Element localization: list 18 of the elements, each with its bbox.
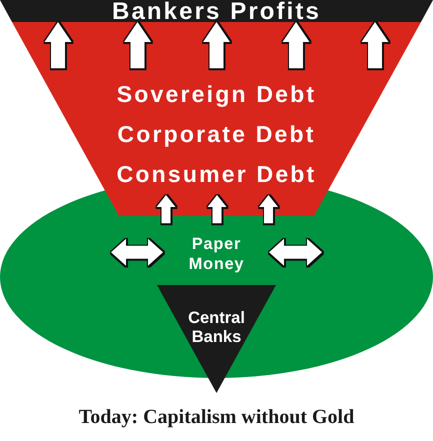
arrow <box>203 22 230 68</box>
debt-label: Sovereign Debt <box>116 80 316 108</box>
central-banks-label: Central Banks <box>188 309 245 348</box>
arrow <box>208 195 226 224</box>
arrow <box>44 22 72 68</box>
arrow <box>362 22 388 68</box>
arrow <box>259 195 278 224</box>
arrow <box>156 195 176 224</box>
profits-label: Bankers Profits <box>112 0 321 24</box>
top-band <box>0 0 433 22</box>
money-label: Paper Money <box>188 234 244 274</box>
arrow <box>124 22 151 68</box>
arrow <box>282 22 310 68</box>
debt-label: Consumer Debt <box>116 160 316 188</box>
debt-label: Corporate Debt <box>117 120 316 148</box>
inverted-triangle <box>157 285 276 393</box>
caption: Today: Capitalism without Gold <box>78 405 354 430</box>
funnel-section <box>12 22 421 216</box>
